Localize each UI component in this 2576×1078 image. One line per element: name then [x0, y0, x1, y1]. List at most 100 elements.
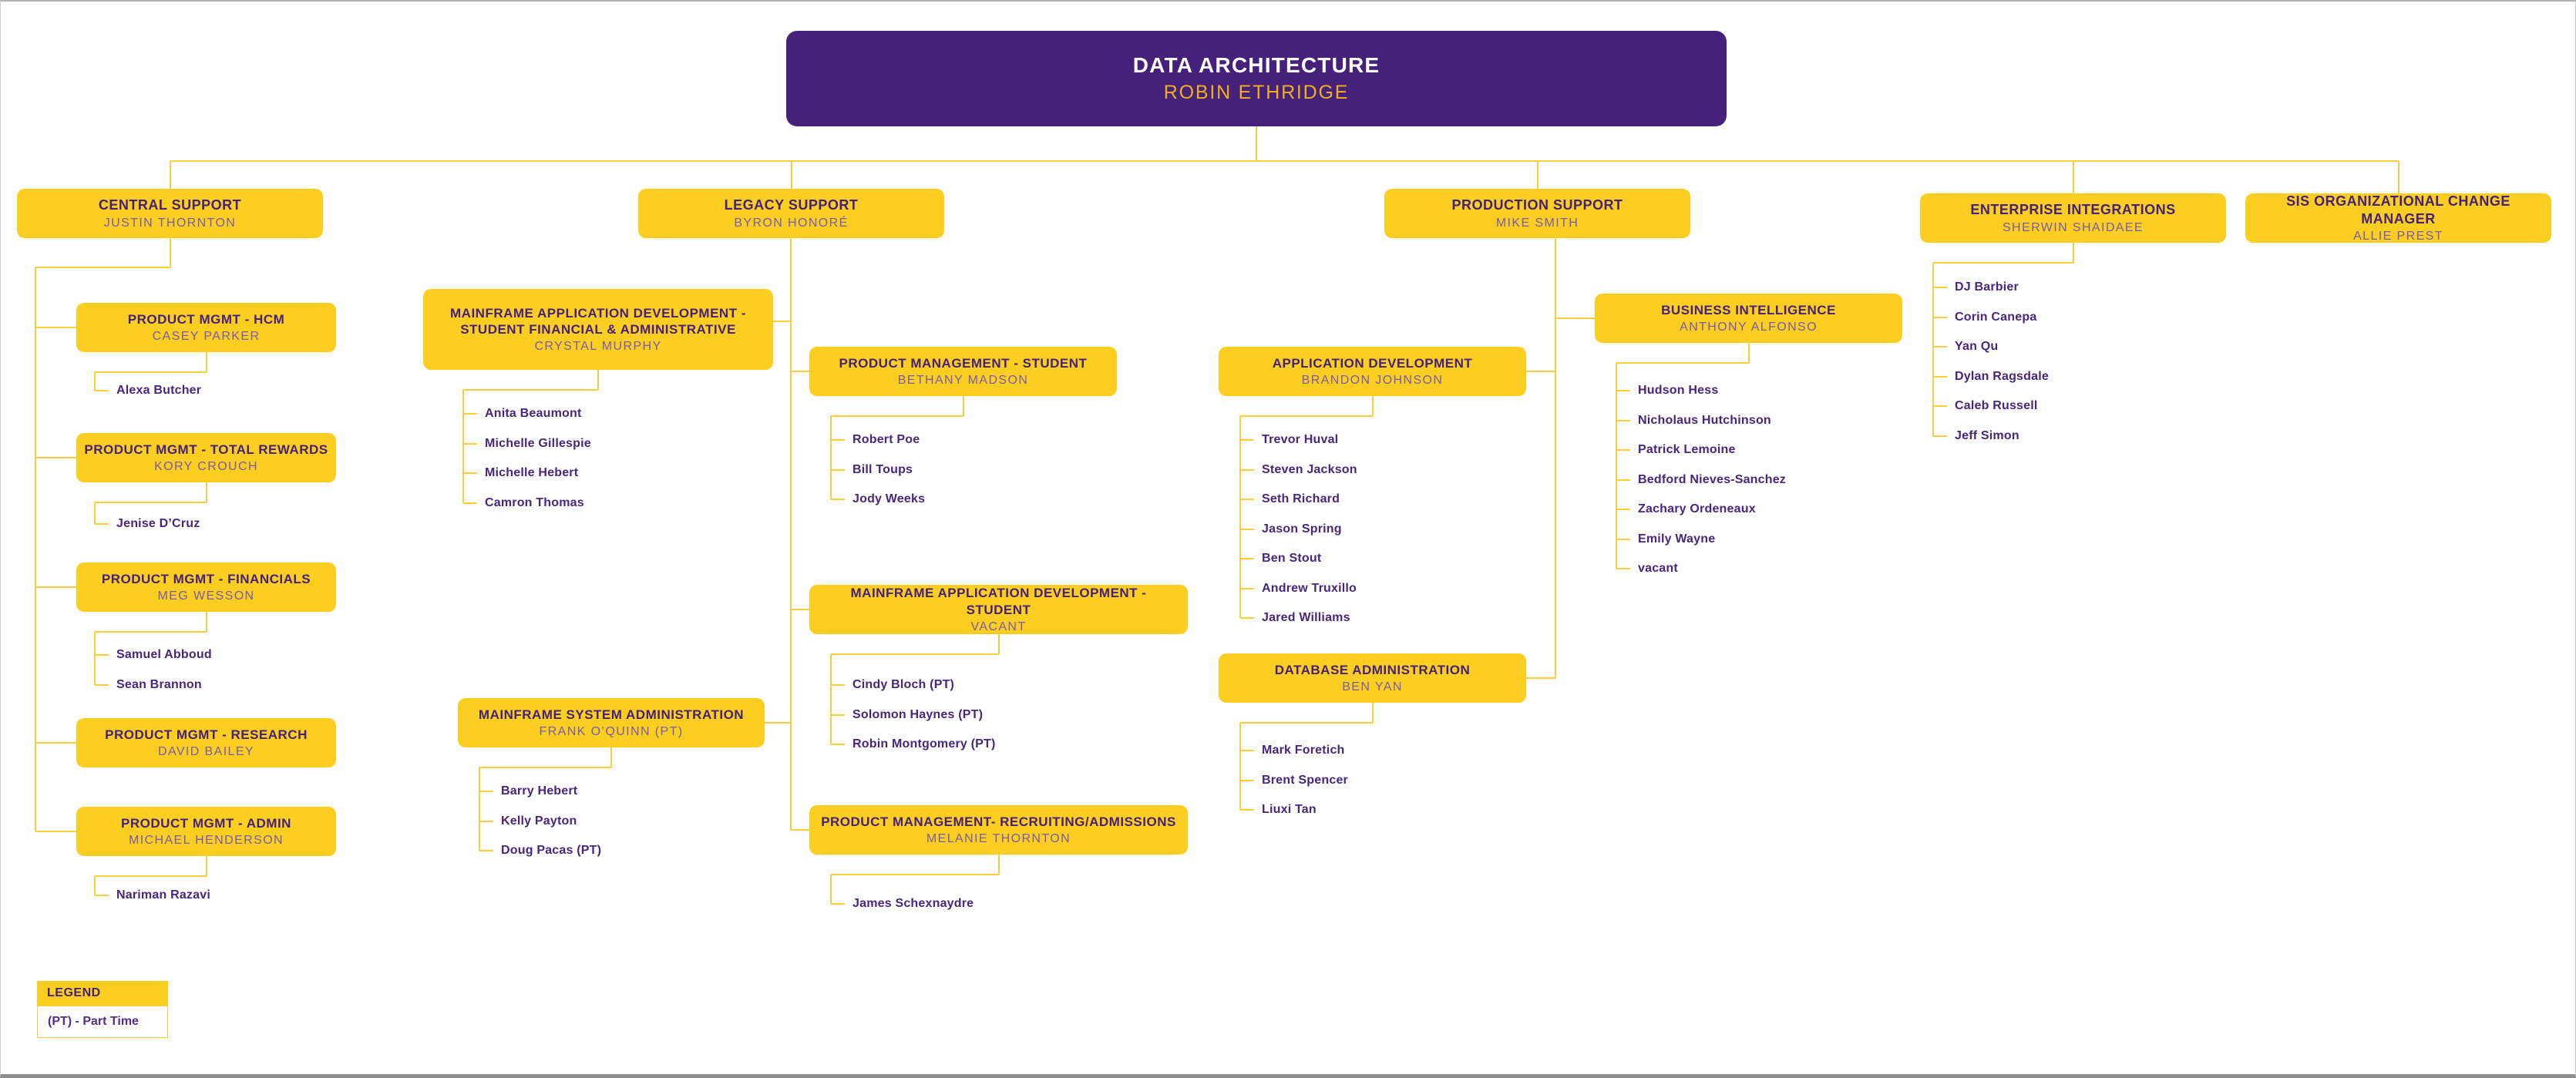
connector-line	[479, 791, 493, 792]
connector-line	[94, 502, 96, 524]
connector-line	[1933, 346, 1947, 348]
box-leader-name: ALLIE PREST	[2353, 230, 2443, 243]
connector-line	[831, 468, 845, 471]
org-box-root: DATA ARCHITECTURE ROBIN ETHRIDGE	[786, 31, 1727, 126]
box-leader-name: DAVID BAILEY	[158, 745, 254, 759]
connector-line	[1239, 416, 1241, 618]
connector-line	[463, 442, 477, 445]
connector-line	[95, 390, 109, 391]
connector-line	[95, 875, 207, 877]
member-name-robin-montgomery-pt: Robin Montgomery (PT)	[853, 737, 996, 751]
member-name-corin-canepa: Corin Canepa	[1955, 310, 2037, 324]
connector-line	[1240, 587, 1254, 589]
connector-line	[830, 416, 832, 499]
org-box-database-administration: DATABASE ADMINISTRATION BEN YAN	[1219, 653, 1526, 703]
connector-line	[1933, 316, 1947, 318]
connector-line	[830, 654, 832, 744]
connector-line	[997, 634, 1000, 654]
connector-line	[95, 683, 109, 686]
root-leader-name: ROBIN ETHRIDGE	[1163, 82, 1350, 103]
connector-line	[95, 371, 207, 373]
connector-line	[35, 742, 76, 744]
connector-line	[463, 389, 598, 391]
connector-line	[790, 238, 792, 830]
member-name-brent-spencer: Brent Spencer	[1262, 773, 1348, 787]
connector-line	[1616, 449, 1630, 451]
connector-line	[95, 523, 109, 525]
connector-line	[1616, 390, 1630, 391]
member-name-mark-foretich: Mark Foretich	[1262, 744, 1345, 757]
member-name-hudson-hess: Hudson Hess	[1638, 384, 1719, 397]
connector-line	[95, 654, 109, 656]
connector-line	[1933, 435, 1947, 437]
connector-line	[1616, 363, 1617, 569]
connector-line	[831, 684, 845, 686]
connector-line	[831, 903, 845, 905]
org-box-sis-organizational-change-manager: SIS ORGANIZATIONAL CHANGE MANAGER ALLIE P…	[2245, 193, 2551, 243]
box-title: SIS ORGANIZATIONAL CHANGE MANAGER	[2286, 193, 2510, 227]
connector-line	[1933, 375, 1947, 378]
connector-line	[463, 502, 477, 504]
box-title: MAINFRAME SYSTEM ADMINISTRATION	[478, 707, 745, 722]
connector-line	[479, 820, 493, 822]
box-leader-name: MIKE SMITH	[1495, 216, 1579, 230]
connector-line	[790, 161, 792, 189]
member-name-seth-richard: Seth Richard	[1262, 492, 1340, 505]
member-name-camron-thomas: Camron Thomas	[485, 495, 584, 509]
member-name-trevor-huval: Trevor Huval	[1262, 433, 1339, 446]
connector-line	[1616, 362, 1749, 364]
member-name-alexa-butcher: Alexa Butcher	[116, 384, 202, 397]
member-name-jeff-simon: Jeff Simon	[1955, 428, 2019, 442]
member-name-nariman-razavi: Nariman Razavi	[116, 888, 210, 902]
connector-line	[462, 390, 464, 503]
member-name-vacant: vacant	[1638, 562, 1678, 575]
box-leader-name: ANTHONY ALFONSO	[1680, 321, 1818, 334]
connector-line	[1616, 538, 1630, 540]
member-name-james-schexnaydre: James Schexnaydre	[853, 897, 974, 910]
connector-line	[791, 609, 809, 610]
connector-line	[1933, 405, 1947, 407]
connector-line	[1240, 415, 1373, 417]
box-leader-name: BYRON HONORÉ	[734, 216, 849, 230]
connector-line	[35, 267, 36, 831]
box-title: PRODUCT MGMT - FINANCIALS	[101, 571, 311, 586]
connector-line	[791, 829, 809, 831]
connector-line	[170, 160, 2399, 162]
member-name-jared-williams: Jared Williams	[1262, 611, 1350, 624]
org-box-production-support: PRODUCTION SUPPORT MIKE SMITH	[1384, 189, 1690, 238]
member-name-michelle-hebert: Michelle Hebert	[485, 466, 579, 479]
connector-line	[94, 876, 96, 895]
box-leader-name: CASEY PARKER	[152, 330, 261, 344]
connector-line	[35, 327, 76, 328]
box-leader-name: MEG WESSON	[157, 589, 255, 603]
connector-line	[1240, 617, 1254, 619]
member-name-michelle-gillespie: Michelle Gillespie	[485, 436, 591, 450]
connector-line	[1240, 750, 1254, 751]
connector-line	[1239, 723, 1241, 810]
connector-line	[2397, 161, 2399, 193]
member-name-cindy-bloch-pt: Cindy Bloch (PT)	[853, 678, 955, 691]
box-leader-name: BEN YAN	[1342, 680, 1403, 694]
member-name-bill-toups: Bill Toups	[853, 462, 913, 476]
connector-line	[831, 874, 999, 875]
connector-line	[1240, 558, 1254, 559]
member-name-kelly-payton: Kelly Payton	[501, 814, 577, 828]
connector-line	[831, 415, 963, 417]
box-title: PRODUCTION SUPPORT	[1451, 197, 1623, 213]
connector-line	[1933, 287, 1947, 288]
legend-entry-part-time: (PT) - Part Time	[37, 1006, 168, 1038]
connector-line	[1256, 126, 1257, 161]
box-title: DATABASE ADMINISTRATION	[1274, 662, 1471, 677]
connector-line	[94, 372, 96, 391]
connector-line	[95, 631, 207, 633]
box-leader-name: JUSTIN THORNTON	[103, 216, 237, 230]
connector-line	[479, 767, 480, 851]
member-name-nicholaus-hutchinson: Nicholaus Hutchinson	[1638, 413, 1771, 427]
member-name-zachary-ordeneaux: Zachary Ordeneaux	[1638, 502, 1756, 515]
connector-line	[205, 856, 207, 876]
